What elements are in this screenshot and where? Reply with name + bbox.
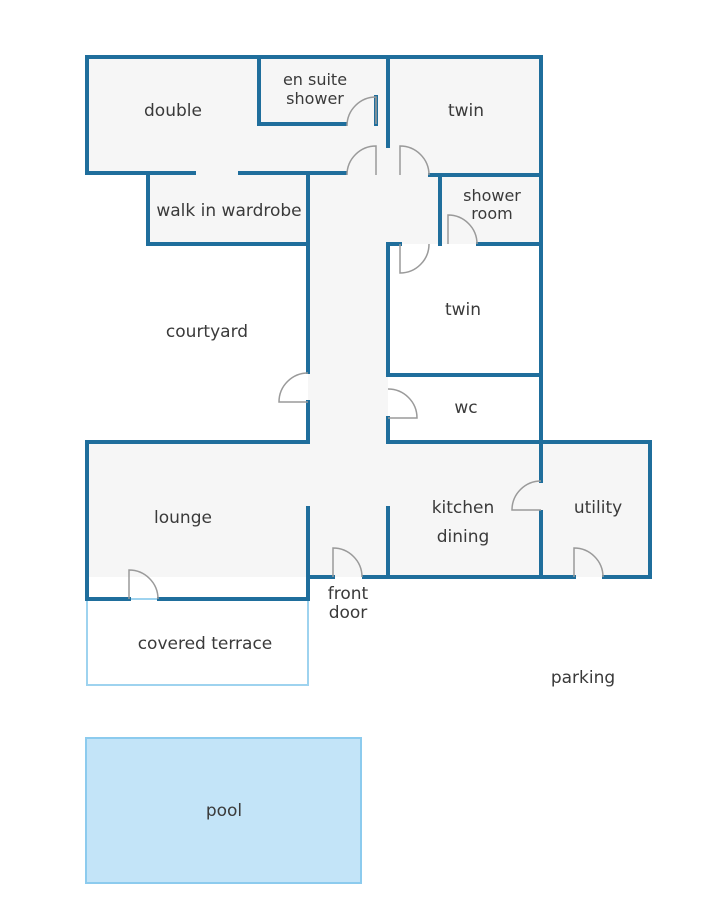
label-pool: pool <box>206 801 242 821</box>
room-labels: double en suite shower twin walk in ward… <box>138 70 622 821</box>
wall-left-double <box>85 55 196 175</box>
door-double-corridor <box>346 145 377 176</box>
label-courtyard: courtyard <box>166 322 248 342</box>
door-shower-room <box>447 214 478 245</box>
door-front <box>332 547 363 578</box>
label-en-suite-2: shower <box>286 89 344 108</box>
door-wc <box>387 388 418 419</box>
label-twin-upper: twin <box>448 101 484 121</box>
wall-lounge-bottom <box>157 506 310 601</box>
door-utility-kitchen <box>511 480 542 511</box>
door-twin-upper <box>399 145 430 176</box>
label-wc: wc <box>454 398 477 418</box>
label-walk-in-wardrobe: walk in wardrobe <box>156 201 301 221</box>
label-lounge: lounge <box>154 508 212 528</box>
door-utility-outside <box>573 547 604 578</box>
label-double: double <box>144 101 202 121</box>
label-covered-terrace: covered terrace <box>138 634 273 654</box>
wall-utility <box>539 440 652 579</box>
label-kitchen-1: kitchen <box>432 498 495 518</box>
door-lounge-terrace <box>128 569 159 600</box>
label-shower-room-1: shower <box>463 186 521 205</box>
pool-shape <box>85 737 362 884</box>
door-courtyard <box>278 372 309 403</box>
door-twin-lower <box>399 243 430 274</box>
upper-floor-area <box>87 57 650 577</box>
label-front-door-2: door <box>329 603 368 623</box>
wall-wardrobe-outer <box>146 171 310 246</box>
label-parking: parking <box>551 668 615 688</box>
wall-lounge <box>85 440 310 601</box>
floor-fills <box>87 57 650 577</box>
wall-top <box>85 55 543 246</box>
label-utility: utility <box>574 498 622 518</box>
wall-en-suite <box>257 55 347 126</box>
doors <box>128 96 604 600</box>
label-front-door-1: front <box>328 584 369 604</box>
label-kitchen-2: dining <box>437 527 490 547</box>
label-shower-room-2: room <box>471 204 512 223</box>
label-en-suite-1: en suite <box>283 70 347 89</box>
door-en-suite <box>346 96 377 127</box>
label-twin-lower: twin <box>445 300 481 320</box>
wall-wc-left <box>386 416 543 444</box>
